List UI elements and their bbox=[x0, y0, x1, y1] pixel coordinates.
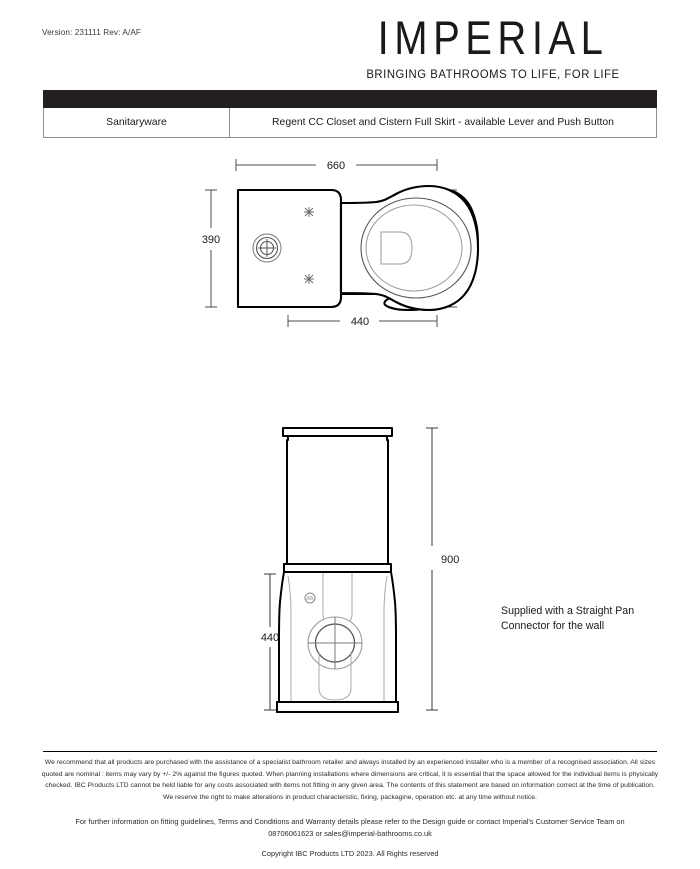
footer-contact-text: For further information on fitting guide… bbox=[75, 817, 625, 838]
dim-440-elev-label: 440 bbox=[261, 632, 279, 644]
fixing-mark-upper bbox=[304, 207, 314, 217]
seat-ring-inner bbox=[365, 204, 463, 292]
pan-connector-note-line1: Supplied with a Straight Pan bbox=[501, 605, 635, 617]
dim-390-line bbox=[205, 189, 217, 308]
product-category-cell: Sanitaryware bbox=[44, 108, 230, 137]
pan-plinth-elevation bbox=[276, 701, 399, 713]
cistern-base-lip-elevation bbox=[283, 563, 392, 573]
dim-440-plan-line bbox=[287, 315, 438, 327]
trap-outline-elevation bbox=[318, 652, 352, 701]
dim-660-label: 660 bbox=[327, 160, 345, 172]
pan-seat-outline-plan bbox=[339, 184, 480, 312]
title-bar-black bbox=[43, 90, 657, 108]
skirt-inner-line-right bbox=[383, 575, 388, 706]
document-version-label: Version: 231111 Rev: A/AF bbox=[42, 28, 141, 37]
seat-ring-outer bbox=[360, 197, 472, 299]
brand-logo: IMPERIAL BRINGING BATHROOMS TO LIFE, FOR… bbox=[328, 14, 658, 81]
cistern-lid-elevation bbox=[282, 427, 393, 437]
dim-660-line bbox=[235, 159, 438, 171]
dim-900-line bbox=[426, 427, 438, 711]
footer-copyright-text: Copyright IBC Products LTD 2023. All Rig… bbox=[261, 849, 439, 858]
technical-drawings-svg: 660 390 380 bbox=[202, 159, 480, 713]
pan-connector-note: Supplied with a Straight Pan Connector f… bbox=[501, 604, 691, 634]
dim-900-label: 900 bbox=[441, 554, 459, 566]
fixing-hole-icon-elevation bbox=[304, 592, 316, 604]
footer-divider bbox=[43, 751, 657, 752]
fixing-mark-lower bbox=[304, 274, 314, 284]
waste-outlet-elevation bbox=[307, 616, 363, 670]
brand-wordmark: IMPERIAL bbox=[377, 12, 609, 65]
footer-disclaimer-text: We recommend that all products are purch… bbox=[41, 759, 659, 802]
cistern-body-elevation bbox=[286, 435, 389, 565]
dim-390-label: 390 bbox=[202, 234, 220, 246]
cistern-outline-plan bbox=[236, 188, 343, 309]
plan-view-group: 660 390 380 bbox=[202, 159, 480, 328]
bowl-aperture-plan bbox=[380, 231, 413, 265]
brand-tagline: BRINGING BATHROOMS TO LIFE, FOR LIFE bbox=[366, 68, 620, 82]
elevation-view-group: 900 440 bbox=[261, 427, 459, 713]
dim-440-plan-label: 440 bbox=[351, 316, 369, 328]
pan-connector-note-line2: Connector for the wall bbox=[501, 620, 605, 633]
dim-440-elev-line bbox=[264, 573, 276, 711]
flush-button-plan bbox=[252, 233, 282, 263]
product-name-cell: Regent CC Closet and Cistern Full Skirt … bbox=[272, 117, 614, 128]
product-title-table: Sanitaryware Regent CC Closet and Cister… bbox=[43, 108, 657, 138]
skirt-inner-line-left bbox=[287, 575, 292, 706]
technical-drawing-area: 660 390 380 bbox=[0, 140, 700, 745]
